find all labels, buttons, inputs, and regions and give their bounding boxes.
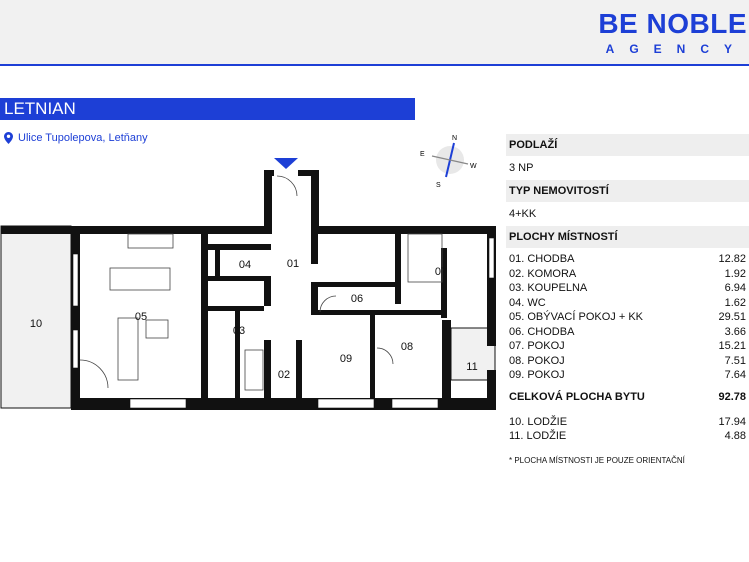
compass-s: S (436, 182, 441, 189)
address: Ulice Tupolepova, Letňany (4, 132, 148, 144)
room-label-07: 07 (435, 266, 447, 278)
floor-value: 3 NP (509, 162, 534, 174)
room-label-09: 09 (340, 353, 352, 365)
type-value: 4+KK (509, 208, 537, 220)
address-text: Ulice Tupolepova, Letňany (18, 132, 148, 144)
room-label-05: 05 (135, 311, 147, 323)
header-divider (0, 64, 749, 66)
compass-n: N (452, 135, 457, 142)
type-heading: TYP NEMOVITOSTÍ (506, 180, 749, 202)
brand-logo: BE NOBLE (598, 8, 747, 39)
loggia-10 (0, 225, 72, 409)
room-label-04: 04 (239, 259, 251, 271)
compass-w: W (470, 163, 477, 170)
brand-logo-sub: AGENCY (605, 42, 747, 56)
floor-heading: PODLAŽÍ (506, 134, 749, 156)
room-label-03: 03 (233, 325, 245, 337)
area-note: * PLOCHA MÍSTNOSTI JE POUZE ORIENTAČNÍ (509, 455, 685, 465)
info-panel: PODLAŽÍ 3 NP TYP NEMOVITOSTÍ 4+KK PLOCHY… (506, 134, 749, 465)
header-band (0, 0, 749, 64)
room-label-02: 02 (278, 369, 290, 381)
room-label-08: 08 (401, 341, 413, 353)
room-label-01: 01 (287, 258, 299, 270)
entrance-marker (274, 158, 298, 169)
room-label-11: 11 (466, 361, 477, 373)
floor-plan: 01 02 03 04 05 06 07 08 09 10 11 (0, 158, 496, 410)
compass-e: E (420, 151, 425, 158)
compass-icon: N E W S (420, 135, 477, 189)
room-label-06: 06 (351, 293, 363, 305)
project-title: LETNIAN (0, 98, 415, 120)
areas-heading: PLOCHY MÍSTNOSTÍ (506, 226, 749, 248)
room-label-10: 10 (30, 318, 42, 330)
location-pin-icon (4, 132, 13, 144)
